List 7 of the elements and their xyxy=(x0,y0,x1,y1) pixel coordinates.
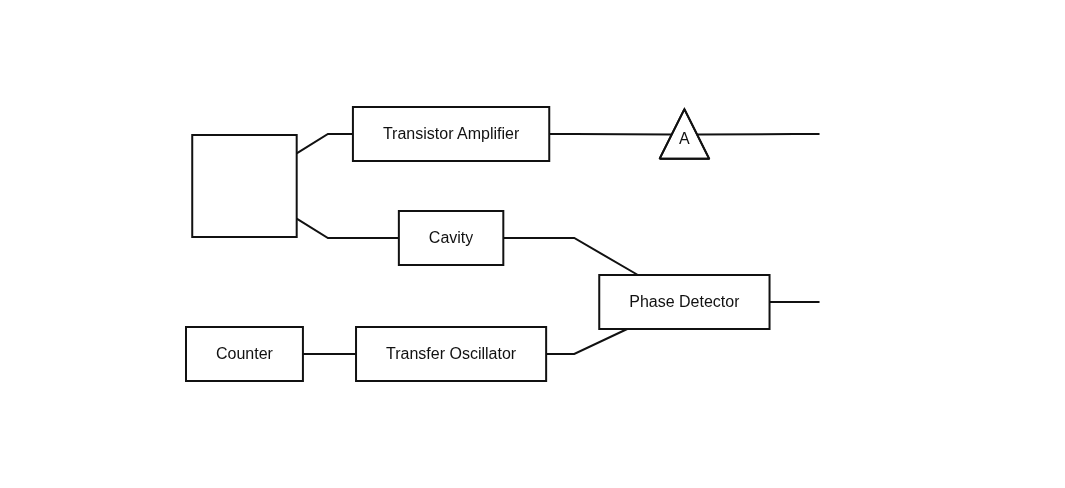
connector xyxy=(696,133,821,136)
node-box: Phase Detector xyxy=(598,274,771,330)
node-box xyxy=(190,134,298,238)
node-box: Transistor Amplifier xyxy=(351,106,550,162)
node-box: Counter xyxy=(184,326,304,382)
node-box: Transfer Oscillator xyxy=(354,326,547,382)
node-box: Cavity xyxy=(397,210,505,266)
